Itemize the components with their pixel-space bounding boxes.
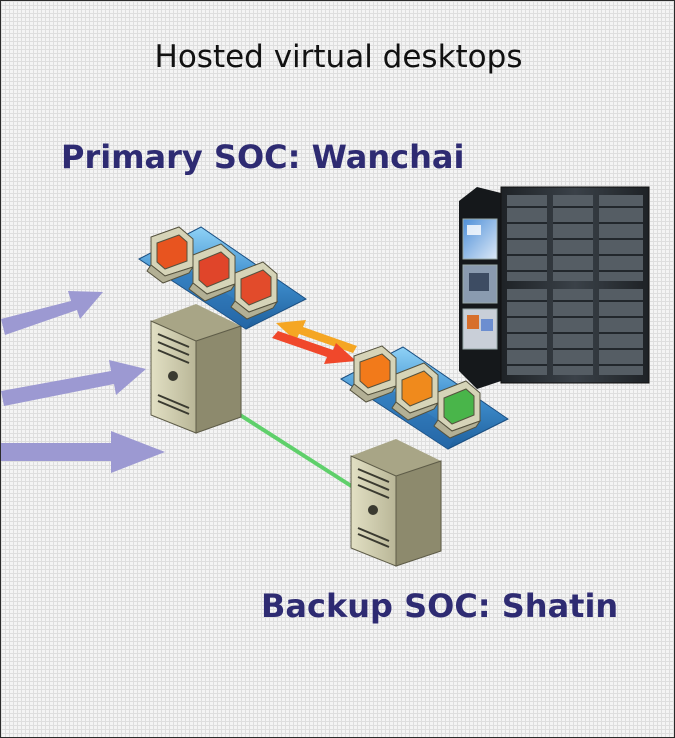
user-arrows bbox=[1, 291, 165, 473]
backup-server-tower-icon bbox=[350, 439, 442, 567]
primary-monitor-3 bbox=[230, 261, 279, 320]
primary-desktop-tray-icon bbox=[138, 226, 307, 330]
vm-screen-3 bbox=[462, 308, 498, 350]
replication-arrows bbox=[272, 320, 357, 364]
replication-arrow-red bbox=[272, 331, 356, 364]
arrow-icon-upper bbox=[1, 291, 103, 335]
backup-desktop-tray-icon bbox=[340, 345, 509, 450]
primary-monitor-1 bbox=[146, 226, 195, 284]
backup-monitor-1 bbox=[349, 345, 398, 403]
backup-site-label: Backup SOC: Shatin bbox=[261, 587, 619, 625]
site-link-line bbox=[224, 404, 358, 491]
vm-screen-1 bbox=[462, 218, 498, 260]
primary-server-tower-icon bbox=[150, 304, 242, 434]
primary-monitor-2 bbox=[188, 243, 237, 302]
diagram-title: Hosted virtual desktops bbox=[154, 39, 523, 75]
vm-screen-2 bbox=[462, 264, 498, 304]
backup-monitor-2 bbox=[391, 362, 440, 421]
primary-site-label: Primary SOC: Wanchai bbox=[61, 138, 465, 176]
backup-monitor-3 bbox=[433, 380, 482, 439]
arrow-icon-middle bbox=[1, 360, 146, 406]
server-rack-icon bbox=[459, 186, 650, 389]
arrow-icon-lower bbox=[1, 431, 165, 473]
